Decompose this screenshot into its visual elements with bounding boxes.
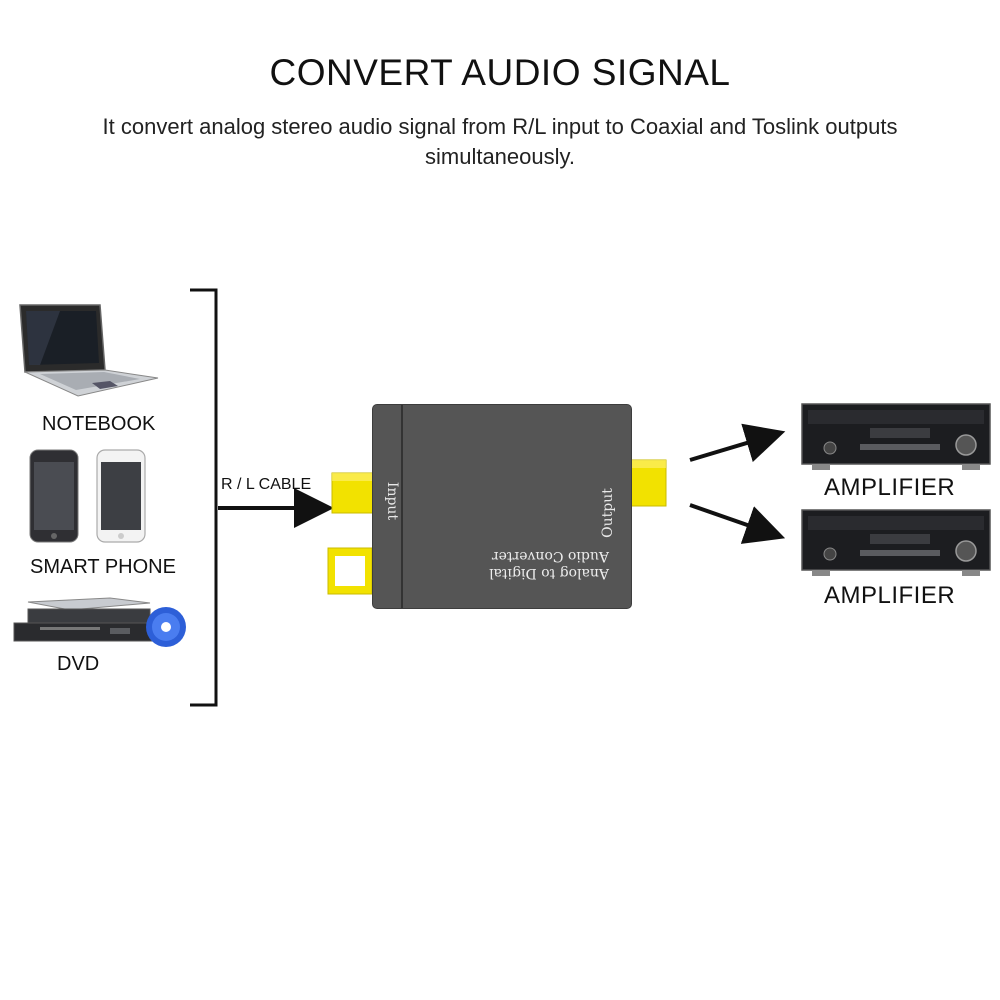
source-bracket xyxy=(190,288,218,707)
disc-icon xyxy=(146,607,186,647)
notebook-label: NOTEBOOK xyxy=(42,413,156,435)
amplifier-bottom-icon xyxy=(801,509,991,576)
output-jack xyxy=(629,459,667,507)
input-jack-bottom xyxy=(327,547,373,595)
dvd-label: DVD xyxy=(57,653,100,675)
input-jack-top xyxy=(331,472,375,514)
page-title: CONVERT AUDIO SIGNAL xyxy=(269,52,731,93)
output-port-label: Output xyxy=(599,488,616,538)
converter-box: Input Output Analog to Digital Audio Con… xyxy=(372,404,632,609)
converter-name-line1: Analog to Digital xyxy=(489,565,609,581)
white-phone-icon xyxy=(96,449,146,543)
converter-groove xyxy=(401,405,403,608)
amplifier-top-label: AMPLIFIER xyxy=(824,474,956,501)
page-subtitle: It convert analog stereo audio signal fr… xyxy=(102,114,898,169)
smartphone-label: SMART PHONE xyxy=(30,556,176,578)
amplifier-bottom-label: AMPLIFIER xyxy=(824,582,956,609)
dvd-player-icon xyxy=(13,597,155,642)
converter-name-line2: Audio Converter xyxy=(491,548,609,564)
notebook-icon xyxy=(19,304,159,397)
converter-name: Analog to Digital Audio Converter xyxy=(469,547,609,581)
output-arrow-top xyxy=(689,423,786,463)
black-phone-icon xyxy=(29,449,79,543)
input-port-label: Input xyxy=(384,481,401,521)
output-arrow-bottom xyxy=(689,503,786,544)
cable-label: R / L CABLE xyxy=(221,476,312,493)
amplifier-top-icon xyxy=(801,403,991,470)
